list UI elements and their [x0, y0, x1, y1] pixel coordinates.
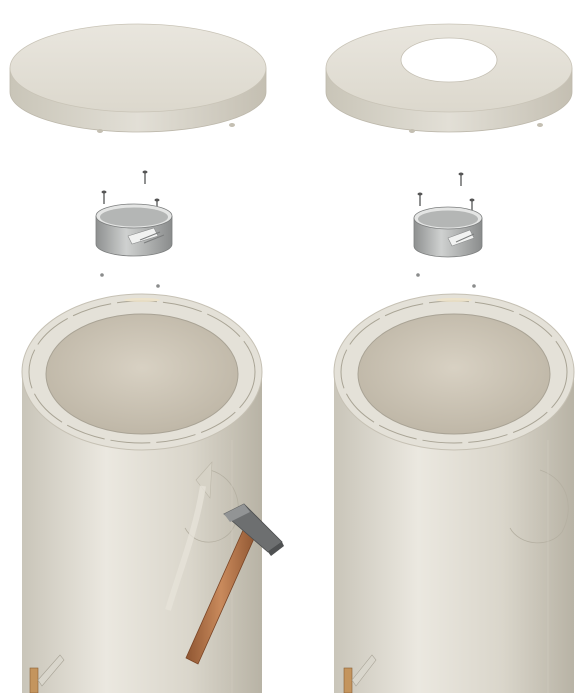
- right-assembly: [326, 24, 574, 693]
- mounting-screw: [459, 173, 464, 187]
- screw-hole: [416, 273, 420, 277]
- mounting-screw: [418, 193, 423, 207]
- top-plate-solid: [10, 24, 266, 133]
- adapter-ring: [414, 207, 482, 257]
- stove-body: [334, 294, 574, 693]
- top-plate-with-hole: [326, 24, 572, 133]
- mounting-screw: [102, 191, 107, 205]
- adapter-ring: [96, 204, 172, 256]
- screw-hole: [156, 284, 160, 288]
- left-assembly: [10, 24, 284, 693]
- screw-hole: [472, 284, 476, 288]
- screw-hole: [100, 273, 104, 277]
- stove-body: [22, 294, 262, 693]
- mounting-screw: [143, 171, 148, 185]
